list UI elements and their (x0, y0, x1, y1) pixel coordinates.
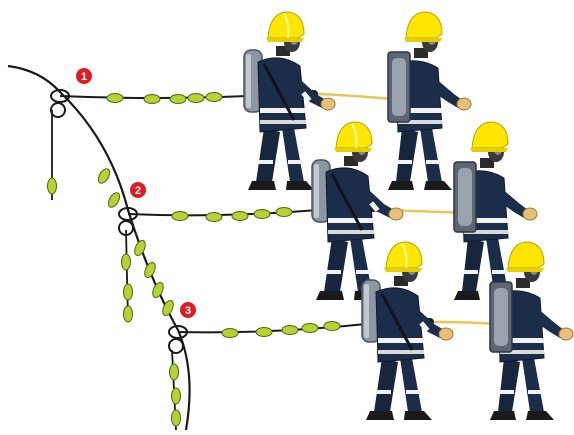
bead-marker (324, 322, 340, 331)
marker-2: 2 (130, 182, 146, 198)
main-guideline (8, 66, 190, 430)
bead-marker (282, 326, 298, 335)
svg-text:2: 2 (135, 185, 141, 197)
marker-3: 3 (180, 302, 196, 318)
bead-marker (170, 364, 179, 380)
svg-text:3: 3 (185, 305, 191, 317)
bead-marker (106, 191, 122, 209)
bead-marker (206, 93, 222, 102)
bead-marker (172, 388, 181, 404)
bead-marker (254, 210, 270, 219)
bead-marker (222, 329, 238, 338)
bead-marker (188, 94, 204, 103)
bead-marker (107, 94, 123, 103)
bead-marker (151, 281, 166, 299)
bead-marker (256, 328, 272, 337)
carabiner-icon (51, 90, 69, 117)
bead-marker (143, 261, 158, 279)
bead-marker (124, 306, 133, 322)
svg-text:1: 1 (81, 71, 87, 83)
bead-marker (48, 178, 57, 194)
bead-marker (276, 208, 292, 217)
bead-marker (96, 167, 112, 185)
bead-marker (172, 212, 188, 221)
bead-marker (170, 95, 186, 104)
bead-marker (232, 212, 248, 221)
firefighter-figure (362, 242, 453, 420)
bead-marker (144, 95, 160, 104)
bead-marker (206, 213, 222, 222)
marker-1: 1 (76, 68, 92, 84)
firefighter-figure (312, 122, 403, 300)
bead-marker (122, 254, 131, 270)
bead-marker (302, 324, 318, 333)
bead-marker (124, 284, 133, 300)
bead-marker (172, 410, 181, 426)
bead-marker (133, 239, 148, 257)
